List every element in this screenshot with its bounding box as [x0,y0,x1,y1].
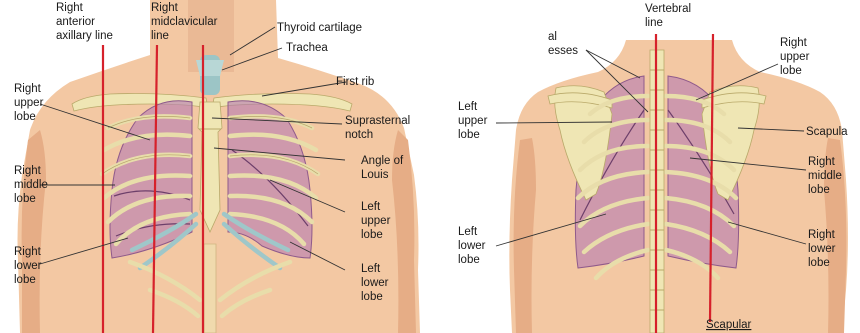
label-left-upper-lobe-posterior: Left upper lobe [458,101,491,141]
label-scapular-line: Scapular [706,319,752,331]
label-right-upper-lobe-posterior: Right upper lobe [780,37,813,77]
label-thyroid-cartilage: Thyroid cartilage [277,22,362,34]
thyroid-cartilage-shape [196,60,224,76]
anterior-sternum [198,102,222,232]
label-vertebral-line: Vertebral line [645,3,694,29]
label-right-anterior-axillary-line: Right anterior axillary line [56,2,113,42]
label-first-rib: First rib [336,76,374,88]
label-scapula: Scapula [806,126,848,138]
posterior-view: Vertebral line al esses Left upper lobe … [458,3,848,333]
anterior-view: Right anterior axillary line Right midcl… [14,0,420,333]
label-spinous-processes-cropped: al esses [548,31,578,57]
label-left-lower-lobe-posterior: Left lower lobe [458,226,489,266]
label-trachea: Trachea [286,42,328,54]
